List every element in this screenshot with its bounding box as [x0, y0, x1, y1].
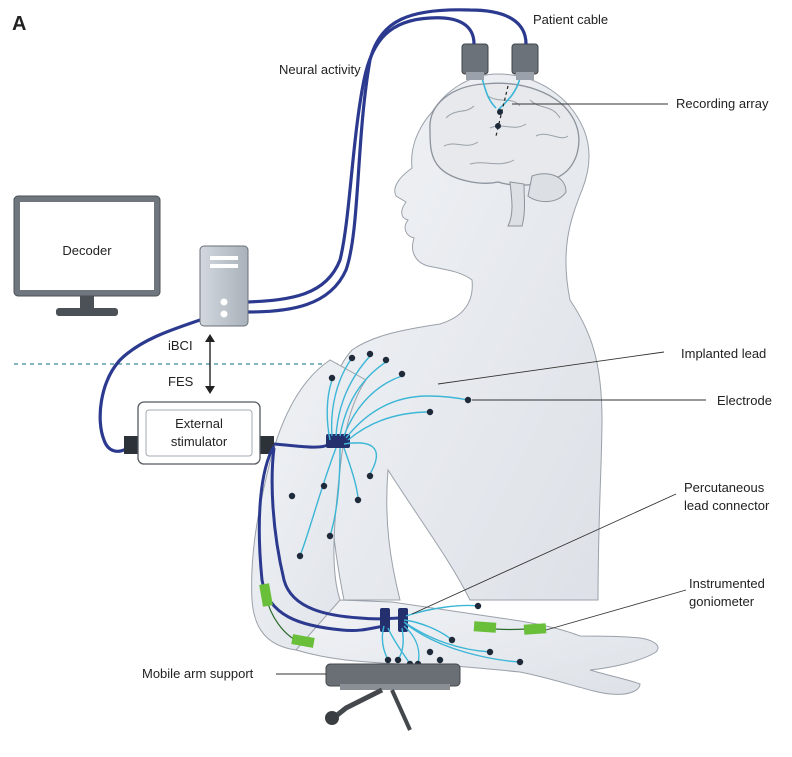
decoder-monitor: Decoder [13, 195, 161, 316]
ibci-label: iBCI [168, 338, 193, 353]
recording-array-label: Recording array [676, 96, 769, 111]
neural-activity-label: Neural activity [279, 62, 361, 77]
shoulder-connector [326, 434, 350, 448]
brain [429, 82, 580, 227]
ibci-fes-arrow: iBCI FES [168, 334, 215, 394]
electrodes [288, 350, 524, 668]
external-stimulator-label-2: stimulator [171, 434, 228, 449]
electrode-label: Electrode [717, 393, 772, 408]
panel-label: A [12, 13, 26, 35]
percutaneous-label-1: Percutaneous [684, 480, 765, 495]
patient-cables [98, 8, 528, 453]
decoder-label: Decoder [62, 243, 112, 258]
percutaneous-label-2: lead connector [684, 498, 770, 513]
goniometer [259, 583, 547, 648]
callout-lines [276, 103, 706, 675]
goniometer-label-2: goniometer [689, 594, 755, 609]
goniometer-label-1: Instrumented [689, 576, 765, 591]
forearm-connector-2 [398, 608, 408, 632]
mobile-arm-support [325, 663, 461, 731]
mobile-arm-support-label: Mobile arm support [142, 666, 254, 681]
forearm-connector-1 [380, 608, 390, 632]
implanted-lead-label: Implanted lead [681, 346, 766, 361]
recording-array [481, 77, 521, 137]
external-stimulator-label-1: External [175, 416, 223, 431]
fes-label: FES [168, 374, 194, 389]
patient-cable-label: Patient cable [533, 12, 608, 27]
external-stimulator: External stimulator [124, 401, 274, 465]
patient-cable-connectors [461, 43, 539, 80]
decoder-tower [199, 245, 249, 327]
